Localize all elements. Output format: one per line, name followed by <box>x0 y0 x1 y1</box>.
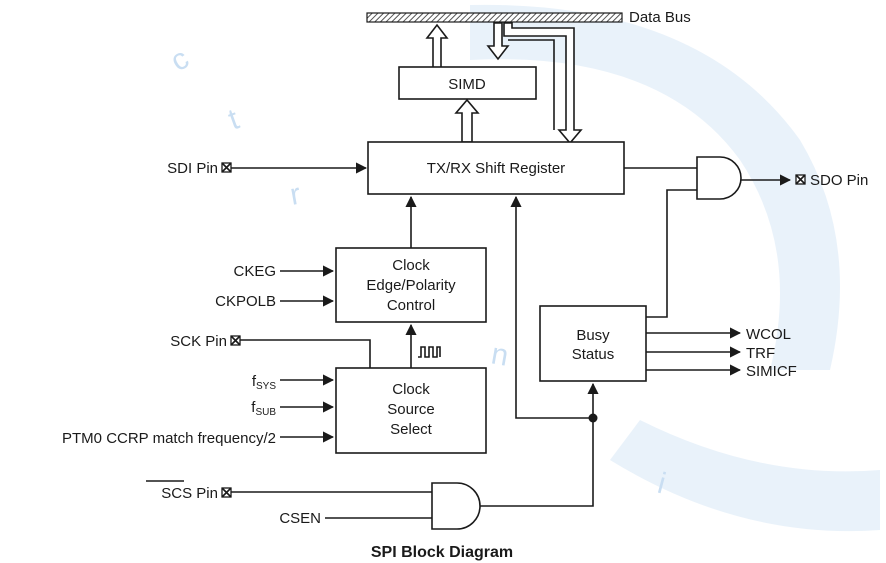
simicf-label: SIMICF <box>746 363 797 380</box>
bus-arrow-bus-to-shift <box>503 22 583 145</box>
shift-register-label: TX/RX Shift Register <box>427 160 565 177</box>
junction-dot <box>588 413 598 423</box>
clock-source-label-line3: Select <box>390 421 433 438</box>
bus-arrow-bus-to-shift-inner <box>508 39 555 130</box>
simd-label: SIMD <box>448 76 486 93</box>
ckeg-label: CKEG <box>233 263 276 280</box>
busy-to-and-wire <box>646 189 697 318</box>
fsub-label: fSUB <box>251 399 276 418</box>
diagram-title: SPI Block Diagram <box>371 544 513 561</box>
watermark-swoosh <box>610 420 880 532</box>
bus-arrow-simd-to-shift <box>454 98 480 143</box>
ckpolb-label: CKPOLB <box>215 293 276 310</box>
bus-arrow-simd-to-bus <box>425 23 449 69</box>
ptm0-label: PTM0 CCRP match frequency/2 <box>62 430 276 447</box>
watermark-letter: t <box>224 102 244 136</box>
sck-pin-label: SCK Pin <box>170 333 227 350</box>
busy-status-label-line2: Status <box>572 346 615 363</box>
watermark-letter: n <box>489 337 511 372</box>
clock-edge-label-line3: Control <box>387 297 435 314</box>
pulse-train-icon <box>418 346 441 358</box>
wcol-label: WCOL <box>746 326 791 343</box>
watermark-letter: c <box>165 42 194 78</box>
fsys-label: fSYS <box>252 373 277 392</box>
busy-status-label-line1: Busy <box>576 327 610 344</box>
scs-pin-icon <box>221 487 232 498</box>
clock-source-label-line2: Source <box>387 401 435 418</box>
sdi-pin-label: SDI Pin <box>167 160 218 177</box>
csen-label: CSEN <box>279 510 321 527</box>
sck-wire <box>240 339 371 368</box>
sdo-pin-icon <box>795 174 806 185</box>
sdo-pin-label: SDO Pin <box>810 172 868 189</box>
clock-edge-block <box>335 247 487 323</box>
data-bus-label: Data Bus <box>629 9 691 26</box>
scs-pin-label: SCS Pin <box>161 485 218 502</box>
clock-edge-label-line2: Edge/Polarity <box>366 277 456 294</box>
shift-register-block <box>367 141 625 195</box>
clock-source-label-line1: Clock <box>392 381 430 398</box>
sdi-pin-icon <box>221 162 232 173</box>
clock-source-block <box>335 367 487 454</box>
data-bus <box>366 12 623 23</box>
simd-block <box>398 66 537 100</box>
trf-label: TRF <box>746 345 775 362</box>
enable-to-shift-wire <box>510 195 593 419</box>
bus-arrow-bus-to-simd <box>486 22 510 61</box>
clock-edge-label-line1: Clock <box>392 257 430 274</box>
cs-and-gate <box>431 482 481 530</box>
sck-pin-icon <box>230 335 241 346</box>
watermark-arc <box>470 4 840 371</box>
sdo-and-gate <box>696 156 742 200</box>
cs-and-output-wire <box>480 500 594 507</box>
watermark-letter: r <box>287 178 303 212</box>
busy-status-block <box>539 305 647 382</box>
